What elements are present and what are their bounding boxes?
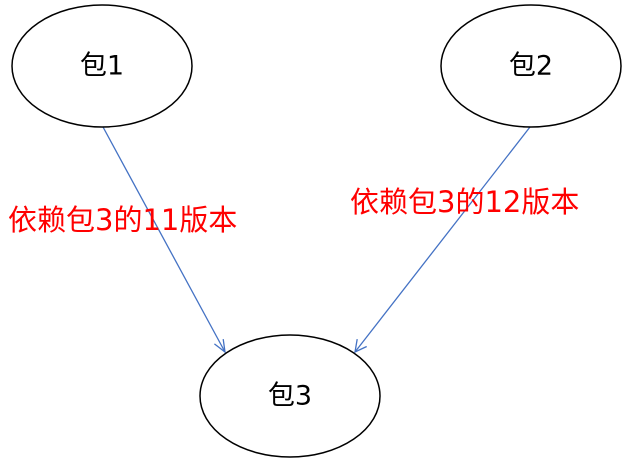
node-pkg1[interactable]: 包1 — [11, 4, 193, 128]
edge-label-pkg1-to-pkg3: 依赖包3的11版本 — [8, 203, 237, 237]
edge-line-pkg1-to-pkg3 — [102, 126, 226, 353]
edge-pkg1-to-pkg3 — [102, 126, 226, 354]
edge-label-pkg2-to-pkg3: 依赖包3的12版本 — [350, 185, 579, 219]
arrowhead-icon — [214, 339, 226, 354]
arrowhead-icon — [354, 338, 367, 354]
node-pkg3[interactable]: 包3 — [199, 334, 381, 458]
edge-line-pkg2-to-pkg3 — [354, 126, 531, 353]
node-pkg1-label: 包1 — [80, 51, 124, 82]
node-pkg3-label: 包3 — [268, 381, 312, 412]
node-pkg2-shape — [440, 4, 622, 128]
edge-pkg2-to-pkg3 — [354, 126, 531, 354]
node-pkg2[interactable]: 包2 — [440, 4, 622, 128]
node-pkg3-shape — [199, 334, 381, 458]
node-pkg1-shape — [11, 4, 193, 128]
node-pkg2-label: 包2 — [509, 51, 553, 82]
